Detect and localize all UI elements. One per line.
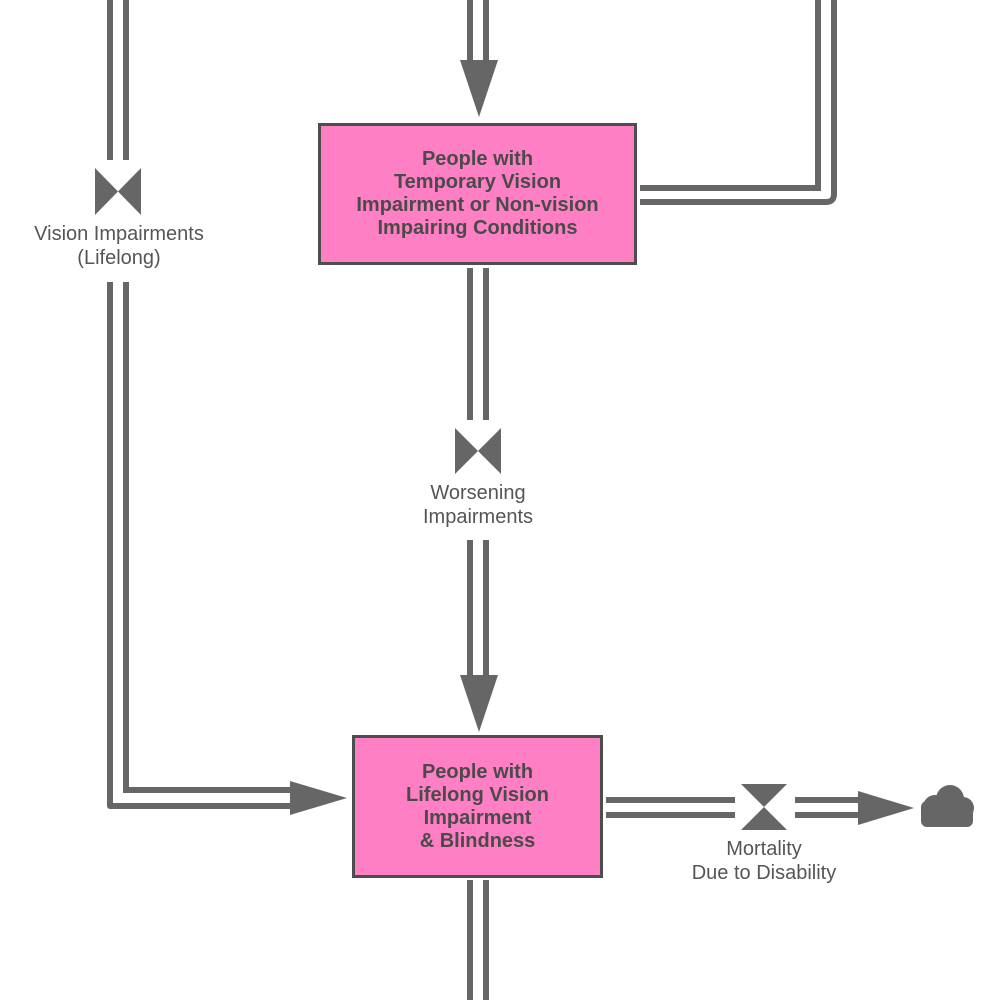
pipe-bottom-outflow[interactable] — [467, 880, 489, 1000]
stock-temporary-vision-impairment[interactable]: People with Temporary Vision Impairment … — [318, 123, 637, 265]
pipe-right-inflow[interactable] — [640, 0, 837, 205]
pipe-mortality[interactable] — [606, 797, 858, 818]
pipe-top-inflow[interactable] — [467, 0, 489, 60]
arrowhead-icon — [460, 675, 498, 732]
stock-lifelong-vision-impairment[interactable]: People with Lifelong Vision Impairment &… — [352, 735, 603, 878]
flow-label-vision-impairments-lifelong: Vision Impairments (Lifelong) — [14, 222, 224, 270]
flow-label-mortality: Mortality Due to Disability — [674, 837, 854, 885]
pipe-worsening-impairments[interactable] — [467, 268, 489, 675]
valve-icon[interactable] — [95, 168, 141, 215]
arrowhead-icon — [460, 60, 498, 117]
arrowhead-icon — [290, 781, 347, 815]
flow-label-worsening-impairments: Worsening Impairments — [403, 481, 553, 529]
cloud-icon — [921, 785, 974, 827]
pipe-vision-impairments-lifelong[interactable] — [107, 0, 290, 809]
arrowhead-icon — [858, 791, 914, 825]
valve-icon[interactable] — [741, 784, 787, 830]
valve-icon[interactable] — [455, 428, 501, 474]
